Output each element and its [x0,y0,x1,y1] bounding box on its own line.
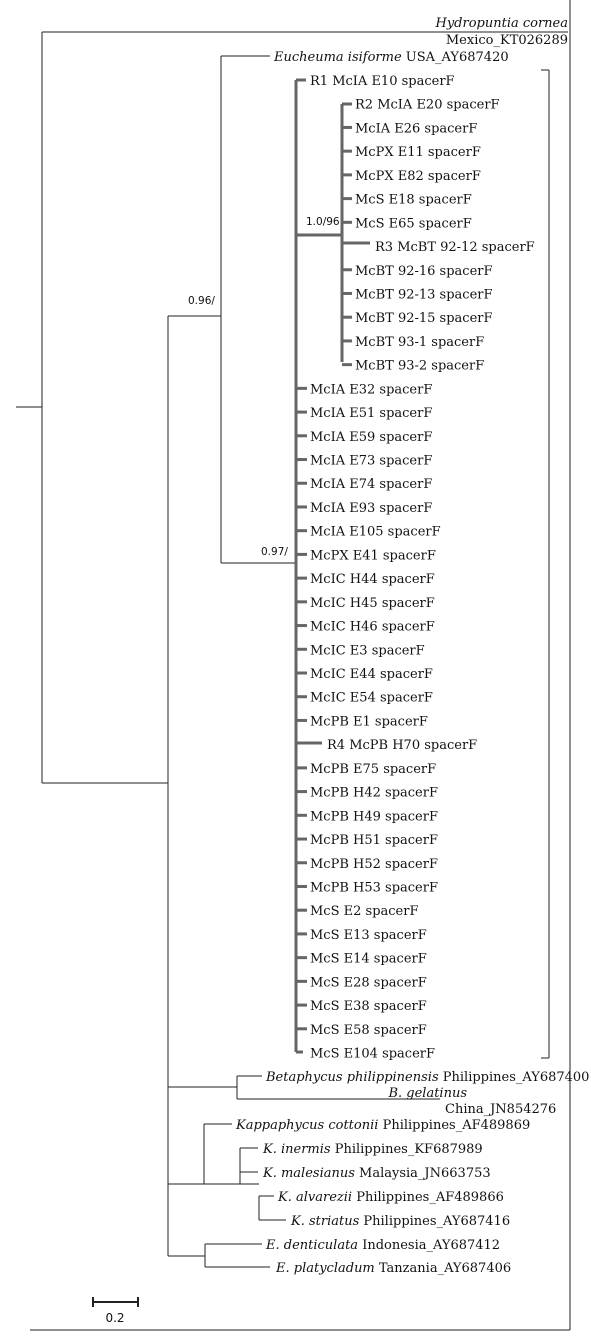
scale-bar-label: 0.2 [105,1311,124,1325]
taxon-name: E. denticulata [265,1238,358,1253]
taxon-locality: Philippines_AF489869 [378,1118,530,1133]
clade-tip-label: R1 McIA E10 spacerF [310,74,455,89]
taxon-locality: Tanzania_AY687406 [375,1261,511,1276]
tip-label-eucheuma: Eucheuma isiforme USA_AY687420 [273,50,509,65]
clade-tip-label: McIA E74 spacerF [310,477,432,492]
clade-tip-label: McIC H46 spacerF [310,620,435,635]
clade-tip-label: McIA E51 spacerF [310,406,432,421]
taxon-name: B. gelatinus [387,1086,467,1101]
tip-label-e-platycladum: E. platycladum Tanzania_AY687406 [275,1261,511,1276]
tip-label-k-alvarezii: K. alvarezii Philippines_AF489866 [277,1190,504,1205]
support-value-1096: 1.0/96 [306,216,340,228]
clade-tip-label: McPB H53 spacerF [310,880,438,895]
clade-tip-label: McIC H44 spacerF [310,572,435,587]
clade-tip-label: McBT 92-13 spacerF [355,287,493,302]
clade-tip-label: McIA E32 spacerF [310,382,432,397]
tip-label-e-denticulata: E. denticulata Indonesia_AY687412 [265,1238,500,1253]
taxon-name: Betaphycus philippinensis [265,1070,439,1085]
clade-tip-label: McS E58 spacerF [310,1023,427,1038]
other-taxa-labels: Betaphycus philippinensis Philippines_AY… [235,1070,589,1276]
tip-label-k-malesianus: K. malesianus Malaysia_JN663753 [262,1166,491,1181]
taxon-locality: Malaysia_JN663753 [355,1166,491,1181]
taxon-locality: Philippines_KF687989 [331,1142,483,1157]
taxon-locality: USA_AY687420 [402,50,509,65]
clade-tip-label: McS E104 spacerF [310,1047,435,1062]
outgroup-labels: Hydropuntia cornea Mexico_KT026289 Euche… [273,16,568,65]
taxon-locality: Philippines_AF489866 [352,1190,504,1205]
clade-tip-label: R3 McBT 92-12 spacerF [375,240,535,255]
support-value-097: 0.97/ [261,546,288,558]
clade-tip-label: McIC E3 spacerF [310,643,425,658]
clade-tip-label: McBT 92-16 spacerF [355,264,493,279]
taxon-locality: Philippines_AY687416 [359,1214,510,1229]
clade-tip-label: McPB H42 spacerF [310,786,438,801]
tip-label-hydropuntia-accession: Mexico_KT026289 [446,33,568,48]
clade-tip-label: McPX E41 spacerF [310,548,436,563]
support-values: 0.96/ 0.97/ 1.0/96 [188,216,340,558]
clade-tip-label: McS E38 spacerF [310,999,427,1014]
clade-tip-label: McIA E26 spacerF [355,121,477,136]
clade-tip-label: McBT 93-1 spacerF [355,335,484,350]
clade-tip-label: McBT 92-15 spacerF [355,311,493,326]
clade-tip-label: R4 McPB H70 spacerF [327,738,477,753]
taxon-name: K. striatus [290,1214,360,1229]
tip-label-b-gelatinus-accession: China_JN854276 [445,1102,556,1117]
clade-tip-label: McPB H52 spacerF [310,857,438,872]
clade-tip-label: McPB H51 spacerF [310,833,438,848]
clade-tip-label: McS E65 spacerF [355,216,472,231]
taxon-name: E. platycladum [275,1261,375,1276]
tip-label-k-inermis: K. inermis Philippines_KF687989 [262,1142,483,1157]
clade-tip-label: McIC E44 spacerF [310,667,433,682]
clade-tip-branches [296,78,370,1054]
clade-tip-label: McIA E59 spacerF [310,430,432,445]
taxon-name: K. alvarezii [277,1190,352,1205]
taxon-locality: Philippines_AY687400 [439,1070,590,1085]
taxon-name: K. malesianus [262,1166,355,1181]
clade-tip-label: McS E28 spacerF [310,975,427,990]
clade-labels: R1 McIA E10 spacerF R2 McIA E20 spacerF Mc… [296,74,535,1062]
clade-tip-label: McPX E11 spacerF [355,145,481,160]
tip-label-betaphycus: Betaphycus philippinensis Philippines_AY… [265,1070,589,1085]
clade-tip-label: McIA E105 spacerF [310,525,441,540]
clade-tip-label: McS E2 spacerF [310,904,418,919]
clade-tip-label: McPB H49 spacerF [310,809,438,824]
clade-tip-label: McPB E1 spacerF [310,714,428,729]
taxon-locality: Indonesia_AY687412 [358,1238,500,1253]
clade-tip-label: McBT 93-2 spacerF [355,359,484,374]
clade-tip-label: McS E18 spacerF [355,193,472,208]
support-value-096: 0.96/ [188,295,215,307]
clade-tip-label: McIA E73 spacerF [310,454,432,469]
tip-label-hydropuntia: Hydropuntia cornea [434,16,568,31]
taxon-name: K. inermis [262,1142,331,1157]
clade-tip-label: McPB E75 spacerF [310,762,436,777]
tip-label-k-striatus: K. striatus Philippines_AY687416 [290,1214,510,1229]
clade-tip-label: McIA E93 spacerF [310,501,432,516]
taxon-name: Eucheuma isiforme [273,50,402,65]
taxon-name: Kappaphycus cottonii [235,1118,378,1133]
clade-tip-label: McPX E82 spacerF [355,169,481,184]
tip-label-b-gelatinus: B. gelatinus [387,1086,467,1101]
tip-label-k-cottonii: Kappaphycus cottonii Philippines_AF48986… [235,1118,530,1133]
clade-tip-label: McS E14 spacerF [310,952,427,967]
clade-tip-label: McIC H45 spacerF [310,596,435,611]
taxon-name: Hydropuntia cornea [434,16,568,31]
clade-tip-label: McIC E54 spacerF [310,691,433,706]
clade-tip-label: R2 McIA E20 spacerF [355,98,500,113]
clade-tip-label: McS E13 spacerF [310,928,427,943]
tree-branches [16,0,571,1331]
scale-bar: 0.2 [92,1297,139,1325]
